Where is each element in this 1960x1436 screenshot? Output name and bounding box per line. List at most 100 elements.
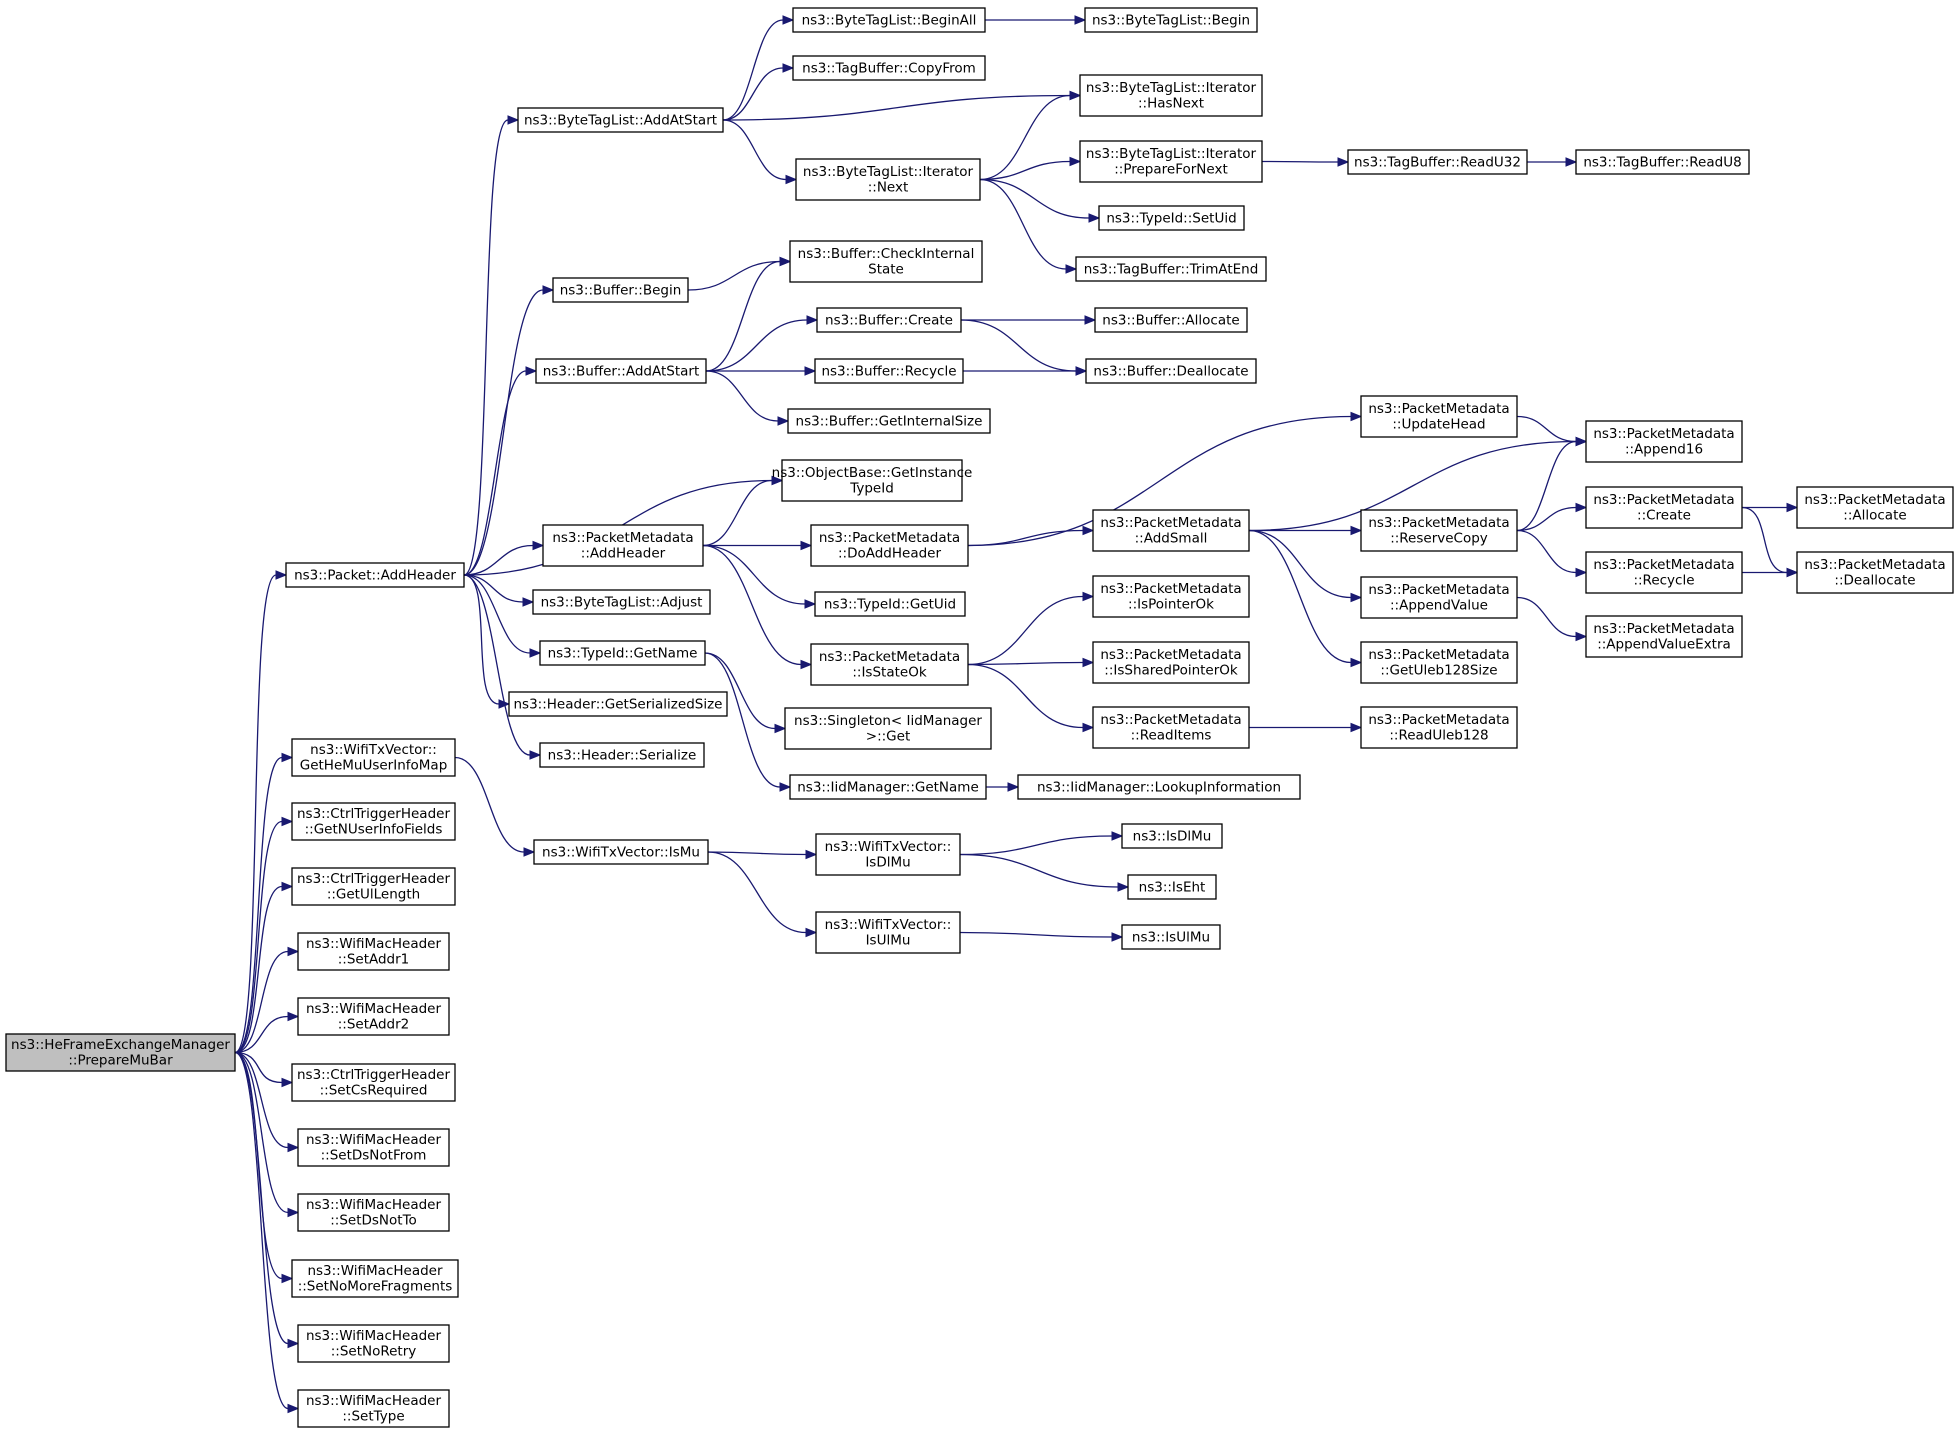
node-label: GetHeMuUserInfoMap (300, 758, 448, 774)
function-node-ns3-packet-addheader[interactable]: ns3::Packet::AddHeader (285, 562, 465, 588)
call-edge (705, 315, 819, 372)
node-box (810, 524, 969, 567)
function-node-ns3-packetmetadata-getuleb128size[interactable]: ns3::PacketMetadata::GetUleb128Size (1360, 641, 1518, 684)
node-box (5, 1033, 236, 1072)
function-node-ns3-packetmetadata-addheader[interactable]: ns3::PacketMetadata::AddHeader (542, 524, 704, 567)
function-node-ns3-bytetaglist-iterator-hasnext[interactable]: ns3::ByteTagList::Iterator::HasNext (1079, 74, 1263, 117)
function-node-ns3-singleton-iidmanager-get[interactable]: ns3::Singleton< IidManager>::Get (784, 707, 992, 750)
function-node-ns3-buffer-getinternalsize[interactable]: ns3::Buffer::GetInternalSize (787, 408, 991, 434)
function-node-ns3-isulmu[interactable]: ns3::IsUlMu (1121, 924, 1221, 950)
function-node-ns3-iidmanager-lookupinformation[interactable]: ns3::IidManager::LookupInformation (1017, 774, 1301, 800)
function-node-ns3-wifimacheader-settype[interactable]: ns3::WifiMacHeader::SetType (297, 1389, 450, 1428)
node-label: ::DoAddHeader (838, 546, 941, 562)
function-node-ns3-typeid-getuid[interactable]: ns3::TypeId::GetUid (814, 591, 966, 617)
function-node-ns3-isdlmu[interactable]: ns3::IsDlMu (1121, 823, 1223, 849)
function-node-ns3-tagbuffer-copyfrom[interactable]: ns3::TagBuffer::CopyFrom (792, 55, 986, 81)
function-node-ns3-buffer-deallocate[interactable]: ns3::Buffer::Deallocate (1085, 358, 1257, 384)
function-node-ns3-iseht[interactable]: ns3::IsEht (1127, 874, 1217, 900)
function-node-ns3-wifitxvector-gethemuuserinfomap[interactable]: ns3::WifiTxVector::GetHeMuUserInfoMap (291, 738, 456, 777)
function-node-ns3-ctrltriggerheader-getnuserinfofields[interactable]: ns3::CtrlTriggerHeader::GetNUserInfoFiel… (291, 802, 456, 841)
function-node-ns3-packetmetadata-updatehead[interactable]: ns3::PacketMetadata::UpdateHead (1360, 395, 1518, 438)
function-node-ns3-packetmetadata-reservecopy[interactable]: ns3::PacketMetadata::ReserveCopy (1360, 509, 1518, 552)
function-node-ns3-packetmetadata-readitems[interactable]: ns3::PacketMetadata::ReadItems (1092, 706, 1250, 749)
node-label: ns3::Buffer::AddAtStart (543, 363, 700, 379)
function-node-ns3-packetmetadata-readuleb128[interactable]: ns3::PacketMetadata::ReadUleb128 (1360, 706, 1518, 749)
node-label: ns3::PacketMetadata (552, 530, 693, 546)
function-node-ns3-bytetaglist-beginall[interactable]: ns3::ByteTagList::BeginAll (792, 7, 986, 33)
call-edge (967, 411, 1363, 547)
node-label: ::SetDsNotTo (330, 1213, 417, 1229)
function-node-ns3-heframeexchangemanager-preparemubar[interactable]: ns3::HeFrameExchangeManager::PrepareMuBa… (5, 1033, 236, 1072)
node-label: ns3::ByteTagList::AddAtStart (524, 112, 717, 128)
call-edges (234, 15, 1799, 1414)
function-node-ns3-bytetaglist-adjust[interactable]: ns3::ByteTagList::Adjust (532, 589, 711, 615)
function-node-ns3-buffer-addatstart[interactable]: ns3::Buffer::AddAtStart (535, 358, 707, 384)
function-node-ns3-packetmetadata-isstateok[interactable]: ns3::PacketMetadata::IsStateOk (810, 643, 969, 686)
function-node-ns3-tagbuffer-trimatend[interactable]: ns3::TagBuffer::TrimAtEnd (1075, 256, 1267, 282)
edge-arrowhead (1575, 502, 1588, 513)
function-node-ns3-packetmetadata-ispointerok[interactable]: ns3::PacketMetadata::IsPointerOk (1092, 575, 1250, 618)
edge-arrowhead (804, 599, 817, 609)
function-node-ns3-wifitxvector-isulmu[interactable]: ns3::WifiTxVector::IsUlMu (815, 911, 961, 954)
function-node-ns3-bytetaglist-addatstart[interactable]: ns3::ByteTagList::AddAtStart (517, 107, 724, 133)
function-node-ns3-wifimacheader-setdsnotfrom[interactable]: ns3::WifiMacHeader::SetDsNotFrom (297, 1128, 450, 1167)
call-edge (234, 816, 294, 1054)
call-edge (967, 663, 1095, 733)
function-node-ns3-buffer-create[interactable]: ns3::Buffer::Create (816, 307, 962, 333)
function-node-ns3-packetmetadata-issharedpointerok[interactable]: ns3::PacketMetadata::IsSharedPointerOk (1092, 641, 1250, 684)
function-node-ns3-wifitxvector-isdlmu[interactable]: ns3::WifiTxVector::IsDlMu (815, 833, 961, 876)
node-label: ns3::ByteTagList::Adjust (541, 594, 703, 610)
node-label: ::PrepareMuBar (68, 1053, 173, 1069)
node-label: ::Next (868, 180, 909, 196)
function-node-ns3-tagbuffer-readu32[interactable]: ns3::TagBuffer::ReadU32 (1347, 149, 1528, 175)
function-node-ns3-bytetaglist-iterator-next[interactable]: ns3::ByteTagList::Iterator::Next (795, 158, 981, 201)
function-node-ns3-iidmanager-getname[interactable]: ns3::IidManager::GetName (789, 774, 987, 800)
node-label: ::ReserveCopy (1390, 531, 1488, 547)
function-node-ns3-buffer-begin[interactable]: ns3::Buffer::Begin (552, 277, 689, 303)
edge-line (1261, 160, 1339, 163)
edge-arrowhead (1350, 657, 1363, 668)
function-node-ns3-wifimacheader-setaddr1[interactable]: ns3::WifiMacHeader::SetAddr1 (297, 932, 450, 971)
function-node-ns3-wifimacheader-setdsnotto[interactable]: ns3::WifiMacHeader::SetDsNotTo (297, 1193, 450, 1232)
function-node-ns3-packetmetadata-recycle[interactable]: ns3::PacketMetadata::Recycle (1585, 551, 1743, 594)
function-node-ns3-typeid-getname[interactable]: ns3::TypeId::GetName (539, 640, 706, 666)
function-node-ns3-packetmetadata-deallocate[interactable]: ns3::PacketMetadata::Deallocate (1796, 551, 1954, 594)
node-label: ::Create (1637, 508, 1691, 524)
function-node-ns3-header-getserializedsize[interactable]: ns3::Header::GetSerializedSize (508, 691, 728, 717)
call-edge (463, 285, 555, 576)
function-node-ns3-header-serialize[interactable]: ns3::Header::Serialize (539, 742, 705, 768)
function-node-ns3-typeid-setuid[interactable]: ns3::TypeId::SetUid (1098, 205, 1245, 231)
function-node-ns3-packetmetadata-appendvalue[interactable]: ns3::PacketMetadata::AppendValue (1360, 576, 1518, 619)
function-node-ns3-packetmetadata-doaddheader[interactable]: ns3::PacketMetadata::DoAddHeader (810, 524, 969, 567)
function-node-ns3-packetmetadata-allocate[interactable]: ns3::PacketMetadata::Allocate (1796, 486, 1954, 529)
node-label: IsUlMu (866, 933, 911, 949)
edge-arrowhead (800, 540, 813, 551)
call-edge (705, 256, 792, 372)
function-node-ns3-bytetaglist-begin[interactable]: ns3::ByteTagList::Begin (1084, 7, 1258, 33)
function-node-ns3-ctrltriggerheader-getullength[interactable]: ns3::CtrlTriggerHeader::GetUlLength (291, 867, 456, 906)
function-node-ns3-bytetaglist-iterator-preparefornext[interactable]: ns3::ByteTagList::Iterator::PrepareForNe… (1079, 140, 1263, 183)
function-node-ns3-packetmetadata-append16[interactable]: ns3::PacketMetadata::Append16 (1585, 420, 1743, 463)
node-label: ::AddSmall (1135, 531, 1208, 547)
function-node-ns3-wifitxvector-ismu[interactable]: ns3::WifiTxVector::IsMu (533, 839, 709, 865)
function-node-ns3-buffer-allocate[interactable]: ns3::Buffer::Allocate (1094, 307, 1248, 333)
function-node-ns3-packetmetadata-appendvalueextra[interactable]: ns3::PacketMetadata::AppendValueExtra (1585, 615, 1743, 658)
function-node-ns3-ctrltriggerheader-setcsrequired[interactable]: ns3::CtrlTriggerHeader::SetCsRequired (291, 1063, 456, 1102)
edge-line (967, 663, 1084, 729)
function-node-ns3-packetmetadata-addsmall[interactable]: ns3::PacketMetadata::AddSmall (1092, 509, 1250, 552)
function-node-ns3-wifimacheader-setnoretry[interactable]: ns3::WifiMacHeader::SetNoRetry (297, 1324, 450, 1363)
function-node-ns3-packetmetadata-create[interactable]: ns3::PacketMetadata::Create (1585, 486, 1743, 529)
node-box (1796, 551, 1954, 594)
node-label: ::GetUlLength (327, 887, 420, 903)
node-label: ns3::PacketMetadata (1593, 426, 1734, 442)
call-edge (463, 115, 520, 576)
function-node-ns3-wifimacheader-setnomorefragments[interactable]: ns3::WifiMacHeader::SetNoMoreFragments (291, 1259, 459, 1298)
function-node-ns3-tagbuffer-readu8[interactable]: ns3::TagBuffer::ReadU8 (1575, 149, 1750, 175)
node-label: ns3::IsDlMu (1133, 828, 1212, 844)
function-node-ns3-buffer-recycle[interactable]: ns3::Buffer::Recycle (814, 358, 964, 384)
node-box (297, 1193, 450, 1232)
edge-line (234, 1051, 283, 1084)
function-node-ns3-wifimacheader-setaddr2[interactable]: ns3::WifiMacHeader::SetAddr2 (297, 997, 450, 1036)
